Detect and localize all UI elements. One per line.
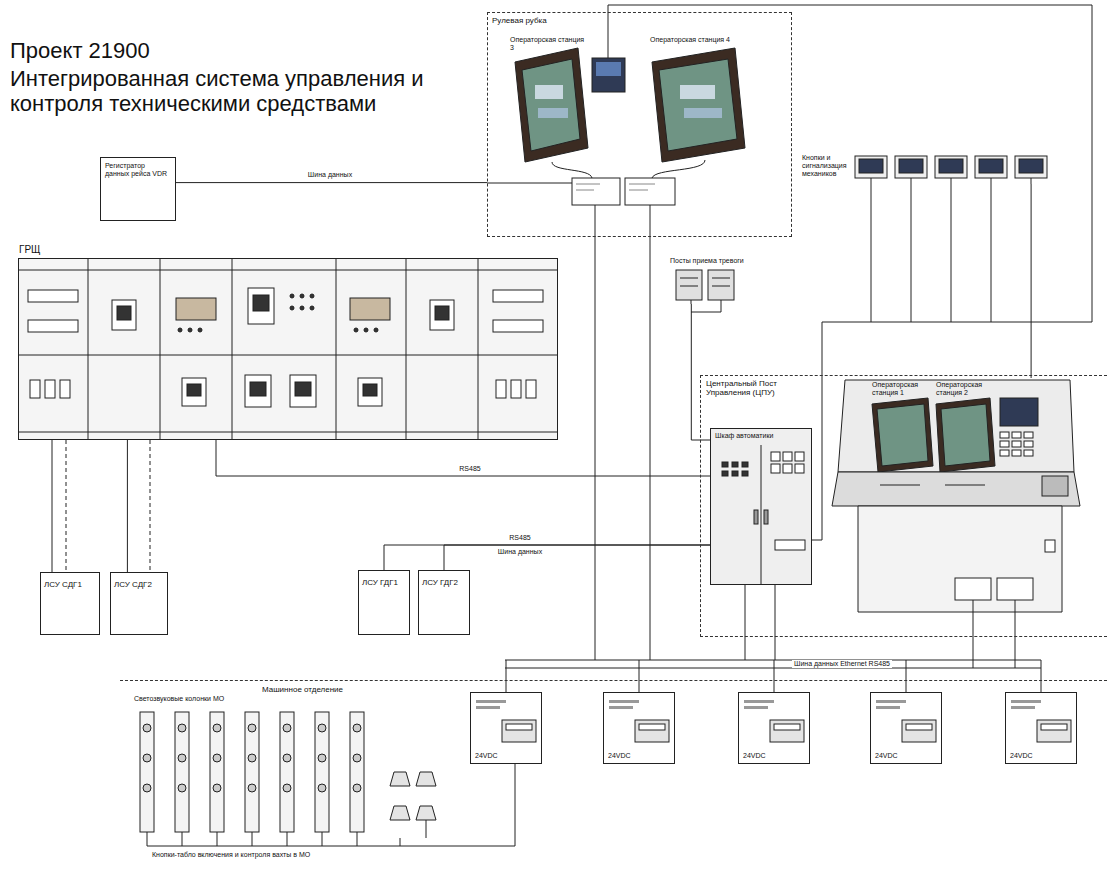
region-band: Машинное отделение 24VDC 24VDC 24VDC 24VDC 24… bbox=[120, 680, 1107, 869]
panel-row: Кнопки и сигнализация механиков bbox=[800, 148, 1090, 184]
control-box: ЛСУ ГДГ1 bbox=[358, 570, 410, 635]
connector-line bbox=[444, 545, 710, 570]
node-text: Регистратор данных рейса VDR bbox=[105, 162, 171, 178]
region-band: Центральный Пост Управления (ЦПУ) Шкаф ав… bbox=[700, 375, 1107, 637]
node-text: Операторская станция 2 bbox=[936, 381, 994, 397]
annotation-label: Шина данных Ethernet RS485 bbox=[792, 660, 892, 668]
node-text: 24VDC bbox=[743, 752, 766, 760]
node-text: Шкаф автоматики bbox=[715, 432, 807, 440]
connector-line bbox=[384, 545, 710, 570]
control-box: ЛСУ СДГ2 bbox=[110, 572, 168, 635]
monitor-station: Операторская станция 4 bbox=[648, 34, 749, 164]
connector-line bbox=[400, 764, 515, 846]
switchboard: ГРЩ bbox=[18, 258, 558, 440]
node-text: Центральный Пост Управления (ЦПУ) bbox=[706, 379, 801, 397]
cabinet-box: 24VDC bbox=[1005, 692, 1077, 764]
node-text: 24VDC bbox=[475, 752, 498, 760]
node-text: Машинное отделение bbox=[262, 685, 343, 694]
connector-line bbox=[127, 440, 128, 572]
diagram-title: Проект 21900 bbox=[10, 38, 150, 63]
control-box: ЛСУ ГДГ2 bbox=[418, 570, 470, 635]
annotation-label: RS485 bbox=[507, 534, 532, 542]
connector-line bbox=[176, 182, 487, 183]
node-text: ЛСУ СДГ1 bbox=[44, 580, 96, 589]
connector-line bbox=[52, 440, 53, 572]
connector-label: Шина данных bbox=[306, 171, 354, 179]
cabinet-box: 24VDC bbox=[870, 692, 942, 764]
node-text: ЛСУ СДГ2 bbox=[114, 580, 164, 589]
cabinet-box: 24VDC bbox=[470, 692, 542, 764]
region-band: Рулевая рубкаОператорская станция 3 Опера… bbox=[487, 12, 792, 237]
node-text: Рулевая рубка bbox=[492, 16, 787, 25]
node-text: ЛСУ ГДГ2 bbox=[422, 578, 466, 587]
node-text: ЛСУ ГДГ1 bbox=[362, 578, 406, 587]
control-box: ЛСУ СДГ1 bbox=[40, 572, 100, 635]
node-text: Операторская станция 4 bbox=[650, 36, 747, 44]
connector-line bbox=[216, 440, 710, 476]
node-text: ГРЩ bbox=[19, 244, 40, 256]
node-text: Операторская станция 1 bbox=[872, 381, 930, 397]
cabinet-box: 24VDC bbox=[603, 692, 675, 764]
node-text: Посты приема тревоги bbox=[670, 257, 745, 265]
recorder-box: Регистратор данных рейса VDR bbox=[100, 157, 176, 221]
automation-cabinet: Шкаф автоматики bbox=[710, 428, 812, 585]
control-console: Операторская станция 1 Операторская станц… bbox=[832, 378, 1074, 616]
node-text: Светозвуковые колонки МО bbox=[134, 695, 224, 703]
node-text: 24VDC bbox=[608, 752, 631, 760]
connector-line bbox=[812, 184, 871, 540]
monitor-station: Операторская станция 3 bbox=[508, 34, 591, 164]
subtitle: Интегрированная система управления и кон… bbox=[10, 66, 480, 117]
node-text: 24VDC bbox=[875, 752, 898, 760]
alarm-post: Посты приема тревоги bbox=[668, 256, 747, 304]
annotation-label: Шина данных bbox=[496, 548, 544, 556]
cabinet-box: 24VDC bbox=[738, 692, 810, 764]
annotation-label: Кнопки-табло включения и контроля вахты … bbox=[150, 851, 312, 859]
node-text: 24VDC bbox=[1010, 752, 1033, 760]
connector-line bbox=[1031, 184, 1032, 378]
signal-columns: Светозвуковые колонки МО bbox=[130, 695, 430, 838]
connector-label: RS485 bbox=[457, 465, 482, 473]
node-text: Кнопки и сигнализация механиков bbox=[802, 154, 854, 178]
node-text: Операторская станция 3 bbox=[510, 36, 589, 52]
